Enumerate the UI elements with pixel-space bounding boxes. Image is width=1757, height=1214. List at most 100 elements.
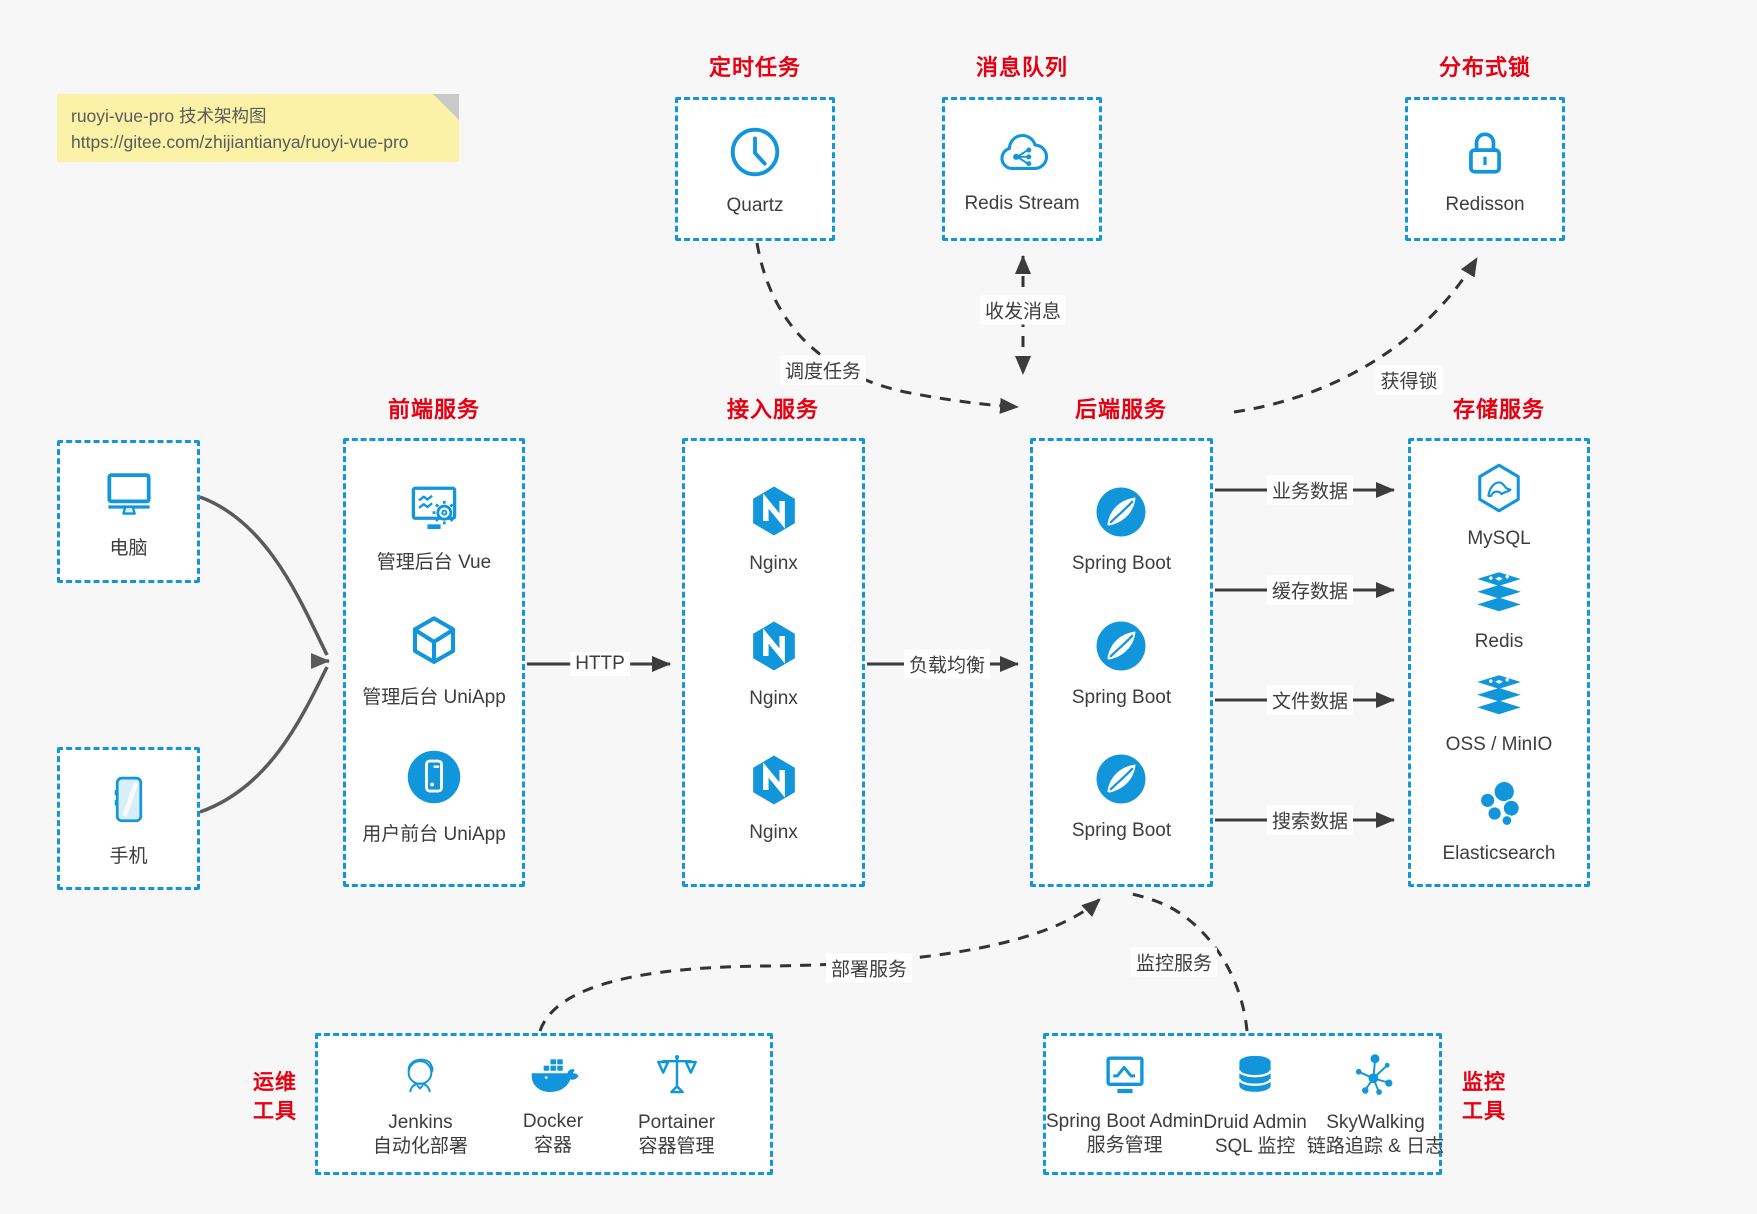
redisson-node: Redisson (1405, 97, 1565, 241)
node-sublabel: 链路追踪 & 日志 (1306, 1136, 1445, 1157)
client-arrows (199, 495, 330, 814)
node-label: 管理后台 Vue (376, 552, 492, 573)
edge-label-acquire-lock: 获得锁 (1375, 365, 1443, 395)
edge-label-monitor-service: 监控服务 (1130, 947, 1218, 977)
jenkins-node: Jenkins 自动化部署 (373, 1049, 468, 1159)
quartz-node: Quartz (675, 97, 835, 241)
edge-label-deploy-service: 部署服务 (825, 953, 913, 983)
node-item: 手机 (100, 769, 158, 868)
sticky-note: ruoyi-vue-pro 技术架构图 https://gitee.com/zh… (57, 94, 459, 162)
oss-minio-node: OSS / MinIO (1445, 672, 1553, 756)
jenkins-icon (408, 1058, 434, 1093)
nginx-icon (752, 621, 795, 670)
node-label: 管理后台 UniApp (362, 687, 506, 708)
skywalking-icon (1356, 1054, 1393, 1096)
group-title-backend-services: 后端服务 (1074, 397, 1168, 422)
monitor-tools-box: Spring Boot Admin 服务管理 Druid Admin SQL 监… (1043, 1033, 1445, 1175)
node-label: MySQL (1467, 528, 1531, 549)
node-label: Jenkins (388, 1112, 453, 1134)
redis-node: Redis (1470, 569, 1528, 653)
node-label: Nginx (749, 553, 798, 575)
nginx-node: Nginx (745, 750, 803, 844)
desktop-icon (106, 473, 151, 515)
spring-boot-admin-node: Spring Boot Admin 服务管理 (1046, 1050, 1203, 1158)
backend-services-box: Spring Boot Spring Boot Spring Boot (1030, 438, 1213, 887)
node-label: Nginx (749, 687, 798, 709)
nginx-node: Nginx (745, 616, 803, 710)
node-label: Portainer (637, 1112, 716, 1134)
ops-tools-box: Jenkins 自动化部署 Docker 容器 (315, 1033, 773, 1175)
node-label: 电脑 (109, 538, 148, 559)
node-label: 用户前台 UniApp (362, 824, 506, 845)
node-label: Redisson (1445, 194, 1525, 215)
node-label: Spring Boot (1071, 686, 1172, 708)
lock-icon (1469, 132, 1501, 174)
node-label: OSS / MinIO (1445, 734, 1553, 755)
node-label: Docker (522, 1111, 584, 1133)
edge-label-http: HTTP (570, 652, 630, 676)
node-item: 电脑 (99, 463, 159, 560)
group-title-front-services: 前端服务 (387, 397, 481, 422)
node-label: Redis Stream (964, 193, 1080, 214)
node-label: Spring Boot (1071, 552, 1172, 574)
note-url: https://gitee.com/zhijiantianya/ruoyi-vu… (71, 132, 409, 153)
spring-boot-node: Spring Boot (1072, 750, 1171, 842)
spring-boot-node: Spring Boot (1072, 483, 1171, 575)
edge-label-file-data: 文件数据 (1266, 685, 1354, 715)
nginx-icon (752, 486, 795, 536)
node-label: 手机 (109, 846, 148, 867)
node-label: SkyWalking (1326, 1112, 1425, 1134)
node-label: Druid Admin (1203, 1112, 1307, 1134)
admin-vue-icon (411, 486, 457, 530)
spring-boot-node: Spring Boot (1072, 617, 1171, 709)
edge-label-business-data: 业务数据 (1266, 475, 1354, 505)
admin-vue-node: 管理后台 Vue (377, 479, 491, 574)
edge-label-send-receive-message: 收发消息 (979, 295, 1067, 325)
druid-icon (1238, 1056, 1272, 1093)
node-sublabel: 容器管理 (638, 1136, 715, 1157)
storage-services-box: MySQL Redis (1408, 438, 1590, 887)
elasticsearch-node: Elasticsearch (1443, 775, 1556, 865)
mobile-client-node: 手机 (57, 747, 200, 890)
node-item: Redis Stream (964, 123, 1080, 215)
nginx-icon (752, 755, 795, 805)
elasticsearch-icon (1479, 780, 1521, 827)
node-sublabel: 服务管理 (1086, 1135, 1163, 1156)
node-item: Redisson (1445, 122, 1525, 216)
docker-node: Docker 容器 (523, 1050, 583, 1158)
spring-icon (1097, 621, 1146, 670)
node-label: Spring Boot (1071, 820, 1172, 842)
cube-icon (412, 616, 456, 664)
group-title-distributed-lock: 分布式锁 (1438, 55, 1532, 80)
front-services-box: 管理后台 Vue 管理后台 UniApp 用户前台 UniApp (343, 438, 525, 887)
edge-label-load-balance: 负载均衡 (903, 649, 991, 679)
edge-label-schedule-task: 调度任务 (779, 355, 867, 385)
portainer-icon (656, 1055, 697, 1094)
node-label: Quartz (726, 195, 784, 216)
redis-stack-icon (1477, 572, 1521, 612)
storage-stack-icon (1477, 675, 1521, 715)
edge-label-search-data: 搜索数据 (1266, 805, 1354, 835)
mysql-node: MySQL (1467, 460, 1531, 550)
mobile-icon (114, 776, 142, 823)
node-sublabel: 容器 (533, 1135, 572, 1156)
group-title-storage-services: 存储服务 (1452, 397, 1546, 422)
dashed-arrows (538, 242, 1479, 1032)
gateway-services-box: Nginx Nginx Nginx (682, 438, 865, 887)
docker-icon (531, 1059, 579, 1093)
spring-icon (1097, 754, 1146, 804)
group-title-gateway-services: 接入服务 (726, 397, 820, 422)
node-label: Elasticsearch (1442, 843, 1556, 864)
group-title-message-queue: 消息队列 (975, 55, 1069, 80)
group-title-scheduled-jobs: 定时任务 (708, 55, 802, 80)
pc-client-node: 电脑 (57, 440, 200, 583)
node-label: Nginx (749, 821, 798, 843)
node-sublabel: 自动化部署 (372, 1136, 468, 1157)
monitor-tools-title: 监控 工具 (1462, 1071, 1506, 1124)
ops-tools-title: 运维 工具 (253, 1071, 297, 1124)
clock-icon (730, 127, 780, 177)
node-sublabel: SQL 监控 (1214, 1136, 1296, 1157)
edge-label-cache-data: 缓存数据 (1266, 575, 1354, 605)
nginx-node: Nginx (745, 481, 803, 575)
